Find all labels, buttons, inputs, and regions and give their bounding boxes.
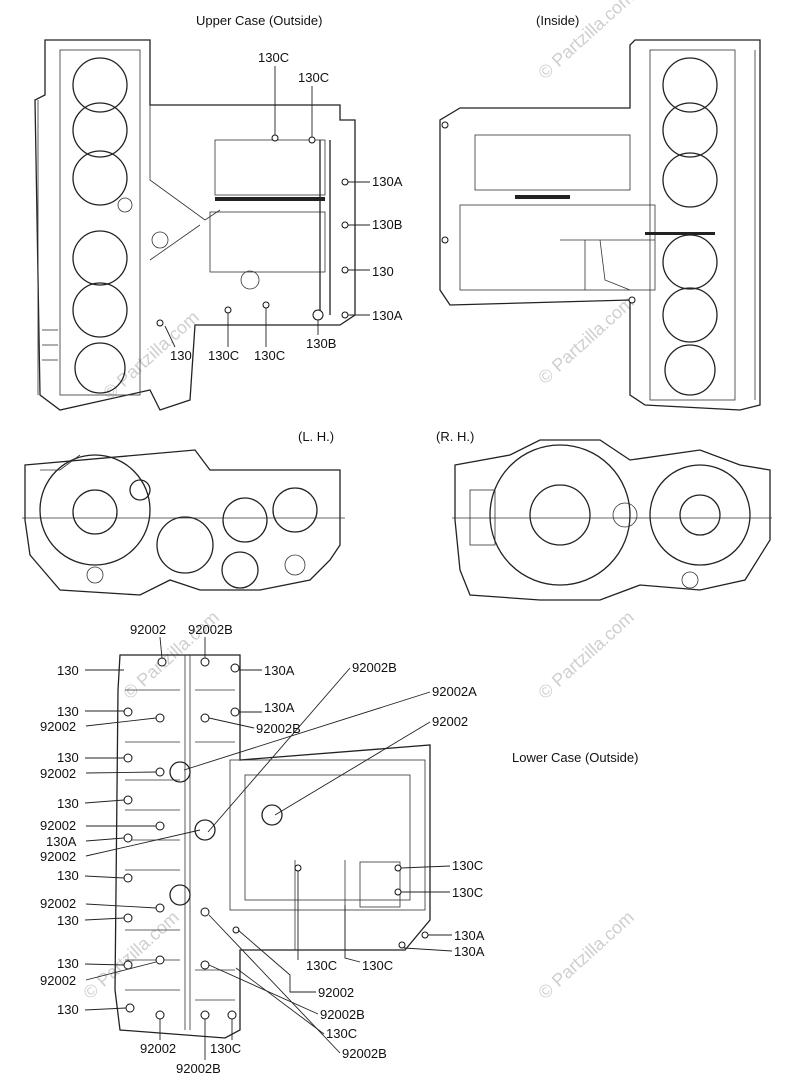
- label-130c-1: 130C: [258, 50, 289, 65]
- label-130c-2: 130C: [298, 70, 329, 85]
- right-hand-view-drawing: [452, 439, 772, 601]
- label-92002-l11: 92002: [40, 896, 76, 911]
- label-92002b-r5: 92002B: [256, 721, 301, 736]
- label-130c-3: 130C: [208, 348, 239, 363]
- label-130a-r10: 130A: [454, 944, 485, 959]
- caption-left-hand: (L. H.): [298, 429, 334, 444]
- label-92002-top: 92002: [130, 622, 166, 637]
- label-92002-l14: 92002: [40, 973, 76, 988]
- label-130c-b5: 130C: [326, 1026, 357, 1041]
- label-130a-l8: 130A: [46, 834, 77, 849]
- label-92002b-top: 92002B: [188, 622, 233, 637]
- watermarks: © Partzilla.com © Partzilla.com © Partzi…: [79, 0, 638, 1003]
- label-92002-l3: 92002: [40, 719, 76, 734]
- label-92002-r6: 92002: [432, 714, 468, 729]
- label-130-l1: 130: [57, 663, 79, 678]
- label-130c-r8: 130C: [452, 885, 483, 900]
- upper-case-inside-drawing: [439, 39, 761, 411]
- label-130b-1: 130B: [372, 217, 402, 232]
- label-92002b-r2: 92002B: [352, 660, 397, 675]
- label-130-1: 130: [372, 264, 394, 279]
- label-92002-l5: 92002: [40, 766, 76, 781]
- label-130-l4: 130: [57, 750, 79, 765]
- label-130c-r7: 130C: [452, 858, 483, 873]
- label-130c-b7: 130C: [210, 1041, 241, 1056]
- label-130-l10: 130: [57, 868, 79, 883]
- label-130-l13: 130: [57, 956, 79, 971]
- label-92002-b6: 92002: [140, 1041, 176, 1056]
- label-92002-l9: 92002: [40, 849, 76, 864]
- label-130c-4: 130C: [254, 348, 285, 363]
- label-130a-r1: 130A: [264, 663, 295, 678]
- label-130-2: 130: [170, 348, 192, 363]
- upper-case-labels: 130C 130C 130A 130B 130 130A 130 130C 13…: [164, 50, 403, 363]
- caption-upper-outside: Upper Case (Outside): [196, 13, 322, 28]
- label-130a-1: 130A: [372, 174, 403, 189]
- label-130a-2: 130A: [372, 308, 403, 323]
- label-92002b-b9: 92002B: [342, 1046, 387, 1061]
- label-130c-b1: 130C: [306, 958, 337, 973]
- watermark-3: © Partzilla.com: [534, 292, 638, 388]
- caption-right-hand: (R. H.): [436, 429, 474, 444]
- label-92002b-b8: 92002B: [176, 1061, 221, 1076]
- watermark-4: © Partzilla.com: [534, 607, 638, 703]
- label-130a-r4: 130A: [264, 700, 295, 715]
- upper-case-outside-drawing: [34, 39, 356, 411]
- watermark-5: © Partzilla.com: [534, 907, 638, 1003]
- left-hand-view-drawing: [22, 449, 345, 596]
- label-130-l6: 130: [57, 796, 79, 811]
- label-92002-l7: 92002: [40, 818, 76, 833]
- label-130b-2: 130B: [306, 336, 336, 351]
- lower-case-labels: 92002 92002B 130 130A 92002B 92002A 130 …: [40, 622, 485, 1076]
- label-130-l15: 130: [57, 1002, 79, 1017]
- label-130-l12: 130: [57, 913, 79, 928]
- caption-lower-outside: Lower Case (Outside): [512, 750, 638, 765]
- caption-upper-inside: (Inside): [536, 13, 579, 28]
- label-92002b-b4: 92002B: [320, 1007, 365, 1022]
- label-130a-r9: 130A: [454, 928, 485, 943]
- label-92002-b3: 92002: [318, 985, 354, 1000]
- label-130c-b2: 130C: [362, 958, 393, 973]
- label-130-l2: 130: [57, 704, 79, 719]
- watermark-6: © Partzilla.com: [79, 907, 183, 1003]
- label-92002a-r3: 92002A: [432, 684, 477, 699]
